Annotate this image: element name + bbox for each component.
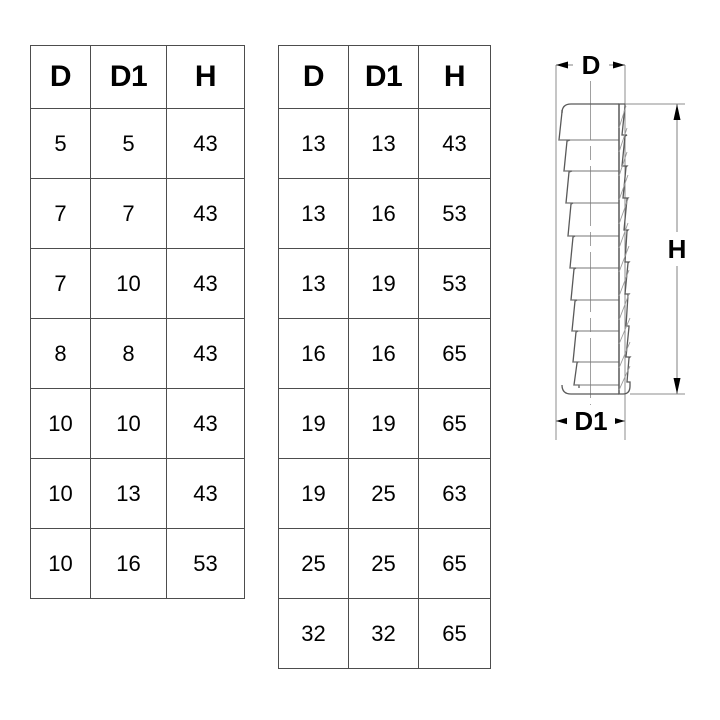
table-row: 13 13 43 — [278, 108, 491, 179]
cell-d: 13 — [278, 178, 349, 249]
dimension-d1: D1 — [556, 405, 625, 437]
dimension-label-d: D — [582, 50, 601, 80]
table-header-row: D D1 H — [30, 45, 245, 109]
cell-h: 43 — [166, 178, 245, 249]
cell-d1: 16 — [348, 178, 419, 249]
dimension-label-d1: D1 — [574, 406, 607, 436]
cell-d: 19 — [278, 388, 349, 459]
table-header-row: D D1 H — [278, 45, 491, 109]
cell-h: 53 — [166, 528, 245, 599]
table-row: 32 32 65 — [278, 598, 491, 669]
cell-h: 53 — [418, 248, 491, 319]
table-row: 10 10 43 — [30, 388, 245, 459]
cell-d1: 7 — [90, 178, 167, 249]
cell-d: 32 — [278, 598, 349, 669]
arrow-left-d-icon — [556, 61, 568, 69]
arrow-left-d1-icon — [556, 417, 568, 425]
column-header-h: H — [418, 45, 491, 109]
dimension-label-h: H — [668, 234, 687, 264]
label-backing-d — [573, 49, 609, 81]
table-row: 8 8 43 — [30, 318, 245, 389]
cell-d1: 10 — [90, 388, 167, 459]
body-fill — [562, 104, 619, 394]
cell-d1: 10 — [90, 248, 167, 319]
table-row: 5 5 43 — [30, 108, 245, 179]
cell-d1: 19 — [348, 248, 419, 319]
cell-h: 65 — [418, 598, 491, 669]
cell-d1: 19 — [348, 388, 419, 459]
cell-d: 13 — [278, 248, 349, 319]
fitting-body — [558, 103, 632, 395]
column-header-d1: D1 — [348, 45, 419, 109]
table-row: 7 7 43 — [30, 178, 245, 249]
dimension-table-right: D D1 H 13 13 43 13 16 53 13 19 53 16 — [278, 45, 491, 669]
cell-d: 16 — [278, 318, 349, 389]
table-row: 19 19 65 — [278, 388, 491, 459]
barb-step-lines — [559, 139, 619, 386]
cell-d: 7 — [30, 178, 91, 249]
cell-h: 65 — [418, 318, 491, 389]
section-wall-outline — [618, 103, 632, 395]
table-row: 10 16 53 — [30, 528, 245, 599]
arrow-right-d1-icon — [613, 417, 625, 425]
cell-d1: 13 — [90, 458, 167, 529]
cell-h: 43 — [166, 388, 245, 459]
arrow-top-h-icon — [673, 104, 681, 120]
cell-d1: 5 — [90, 108, 167, 179]
dimension-table-left: D D1 H 5 5 43 7 7 43 7 10 43 8 — [30, 45, 245, 599]
table-row: 13 19 53 — [278, 248, 491, 319]
table-row: 25 25 65 — [278, 528, 491, 599]
cell-d: 19 — [278, 458, 349, 529]
cell-d: 5 — [30, 108, 91, 179]
cell-h: 63 — [418, 458, 491, 529]
column-header-d: D — [278, 45, 349, 109]
column-header-h: H — [166, 45, 245, 109]
cell-h: 65 — [418, 528, 491, 599]
table-row: 16 16 65 — [278, 318, 491, 389]
arrow-right-d-icon — [613, 61, 625, 69]
body-bottom-edge — [561, 384, 619, 395]
cell-d1: 25 — [348, 458, 419, 529]
cell-d1: 13 — [348, 108, 419, 179]
label-backing-d1 — [567, 405, 615, 437]
cell-d1: 8 — [90, 318, 167, 389]
cell-h: 43 — [166, 318, 245, 389]
cell-h: 43 — [418, 108, 491, 179]
cell-h: 65 — [418, 388, 491, 459]
cell-d: 13 — [278, 108, 349, 179]
cell-h: 43 — [166, 108, 245, 179]
dimension-d: D — [556, 49, 625, 81]
cell-d: 8 — [30, 318, 91, 389]
label-backing-h — [660, 232, 694, 266]
cell-d: 10 — [30, 388, 91, 459]
body-top-edge — [561, 103, 619, 114]
cell-d1: 32 — [348, 598, 419, 669]
arrow-bottom-h-icon — [673, 378, 681, 394]
cell-h: 53 — [418, 178, 491, 249]
cell-d1: 16 — [90, 528, 167, 599]
technical-drawing-barbed-fitting: D D1 H — [515, 40, 715, 460]
section-hatching — [618, 105, 631, 391]
column-header-d1: D1 — [90, 45, 167, 109]
cell-d1: 16 — [348, 318, 419, 389]
table-row: 7 10 43 — [30, 248, 245, 319]
cell-d: 25 — [278, 528, 349, 599]
table-row: 10 13 43 — [30, 458, 245, 529]
cell-d: 7 — [30, 248, 91, 319]
cell-h: 43 — [166, 458, 245, 529]
table-row: 13 16 53 — [278, 178, 491, 249]
cell-h: 43 — [166, 248, 245, 319]
cell-d: 10 — [30, 528, 91, 599]
cell-d1: 25 — [348, 528, 419, 599]
table-row: 19 25 63 — [278, 458, 491, 529]
column-header-d: D — [30, 45, 91, 109]
cell-d: 10 — [30, 458, 91, 529]
dimension-h: H — [625, 103, 694, 395]
